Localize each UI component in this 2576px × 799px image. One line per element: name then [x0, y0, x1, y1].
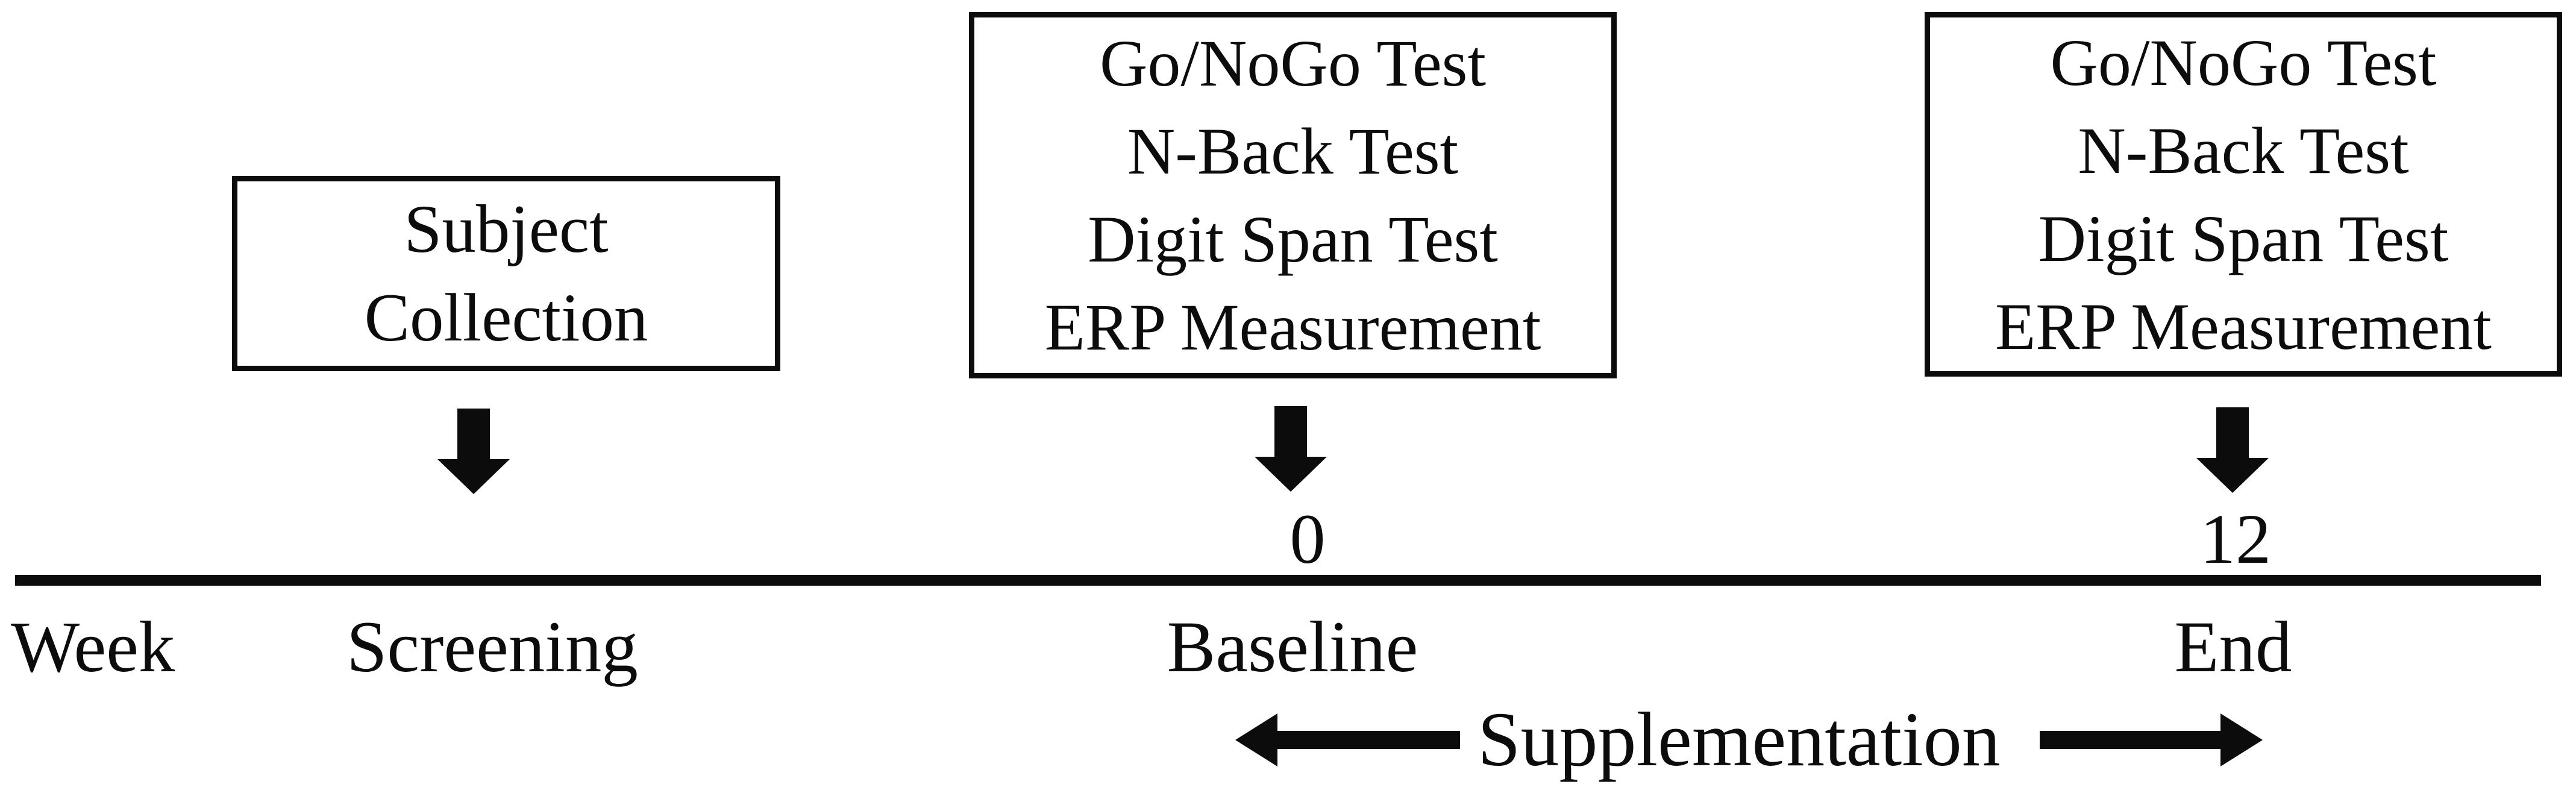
- baseline-test-digit-span: Digit Span Test: [1088, 202, 1498, 276]
- week-axis-label: Week: [11, 607, 175, 688]
- baseline-test-gonogo: Go/NoGo Test: [1099, 27, 1487, 100]
- end-test-digit-span: Digit Span Test: [2038, 201, 2449, 275]
- end-test-nback: N-Back Test: [2078, 113, 2409, 187]
- end-assessments-box: Go/NoGo Test N-Back Test Digit Span Test…: [1925, 12, 2562, 377]
- down-arrow-icon: [2196, 407, 2269, 493]
- timeline-axis-line: [15, 575, 2541, 586]
- down-arrow-icon: [1255, 406, 1327, 492]
- baseline-stage-label: Baseline: [1167, 607, 1418, 688]
- end-test-gonogo: Go/NoGo Test: [2050, 25, 2437, 99]
- subject-collection-box: Subject Collection: [232, 176, 780, 371]
- baseline-test-erp: ERP Measurement: [1044, 290, 1541, 364]
- supplementation-right-arrow-icon: [2040, 713, 2263, 766]
- week-12-tick-value: 12: [2200, 500, 2271, 578]
- subject-collection-line-2: Collection: [364, 280, 648, 356]
- end-stage-label: End: [2174, 607, 2292, 688]
- subject-collection-line-1: Subject: [404, 192, 609, 267]
- baseline-test-nback: N-Back Test: [1127, 114, 1459, 188]
- supplementation-label: Supplementation: [1478, 697, 2001, 782]
- end-test-erp: ERP Measurement: [1995, 289, 2492, 363]
- week-0-tick-value: 0: [1290, 500, 1326, 578]
- down-arrow-icon: [437, 409, 510, 494]
- screening-stage-label: Screening: [346, 607, 638, 688]
- baseline-assessments-box: Go/NoGo Test N-Back Test Digit Span Test…: [969, 12, 1617, 378]
- supplementation-left-arrow-icon: [1235, 713, 1460, 766]
